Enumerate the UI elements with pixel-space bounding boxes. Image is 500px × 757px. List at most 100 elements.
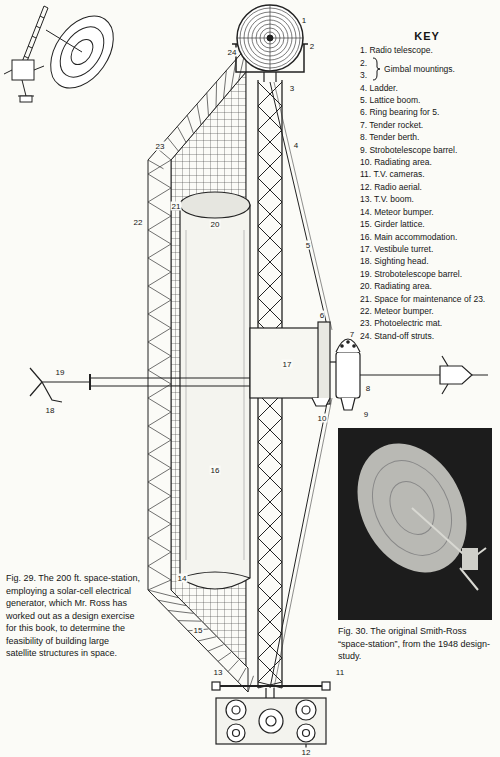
lattice-stroke	[148, 244, 171, 258]
lattice-stroke	[258, 466, 282, 490]
key-entry: 22. Meteor bumper.	[360, 305, 494, 317]
perspective-sketch	[4, 4, 126, 102]
lattice-stroke	[258, 466, 282, 490]
lattice-stroke	[258, 226, 282, 250]
key-title: KEY	[360, 30, 494, 42]
lattice-stroke	[148, 524, 171, 538]
lattice-stroke	[208, 645, 224, 652]
lattice-stroke	[258, 610, 282, 634]
lattice-stroke	[258, 538, 282, 562]
lattice-stroke	[177, 126, 186, 142]
lattice-stroke	[148, 440, 171, 454]
key-entry: 18. Sighting head.	[360, 255, 494, 267]
photograph	[336, 424, 492, 620]
lattice-stroke	[207, 93, 209, 116]
lattice-stroke	[148, 590, 179, 598]
lattice-stroke	[148, 272, 171, 286]
lattice-stroke	[248, 676, 254, 692]
callout-number: 18	[45, 406, 56, 415]
lattice-stroke	[258, 442, 282, 466]
lattice-stroke	[216, 82, 218, 108]
left-boom	[30, 368, 250, 402]
hub	[250, 322, 360, 410]
lattice-stroke	[168, 610, 194, 613]
lattice-stroke	[148, 314, 171, 328]
callout-number: 1	[301, 16, 307, 25]
lattice-stroke	[258, 658, 282, 682]
callout-number: 15	[193, 626, 204, 635]
key-block: KEY 1. Radio telescope.2.3. Gimbal mountin…	[360, 30, 494, 342]
lattice-stroke	[258, 562, 282, 586]
lattice-stroke	[197, 104, 201, 125]
lattice-stroke	[148, 566, 171, 580]
key-entry: 23. Photoelectric mat.	[360, 317, 494, 329]
photo-figure: Fig. 30. The original Smith-Ross “space-…	[338, 428, 492, 663]
lattice-stroke	[148, 468, 171, 482]
figure-caption: Fig. 29. The 200 ft. space-station, empl…	[6, 572, 140, 660]
lattice-stroke	[258, 250, 282, 274]
lattice-stroke	[158, 600, 186, 605]
lattice-stroke	[258, 490, 282, 514]
lattice-stroke	[258, 130, 282, 154]
lattice-stroke	[148, 174, 171, 188]
callout-number: 2	[309, 42, 315, 51]
lattice-stroke	[148, 398, 171, 412]
lattice-stroke	[148, 496, 171, 510]
lattice-stroke	[228, 660, 239, 671]
key-entry: 1. Radio telescope.	[360, 44, 494, 56]
lattice-stroke	[258, 418, 282, 442]
key-group: 2.3. Gimbal mountings.	[360, 57, 494, 82]
callout-number: 7	[349, 330, 355, 339]
lattice-stroke	[148, 300, 171, 314]
lattice-stroke	[258, 82, 282, 106]
lattice-stroke	[148, 230, 171, 244]
lattice-stroke	[258, 226, 282, 250]
key-entry: 8. Tender berth.	[360, 131, 494, 143]
key-entry: Gimbal mountings.	[384, 63, 455, 75]
callout-number: 6	[319, 311, 325, 320]
radio-telescope	[232, 5, 308, 82]
lattice-stroke	[258, 202, 282, 226]
key-entry: 9. Strobotelescope barrel.	[360, 144, 494, 156]
lattice-stroke	[178, 620, 201, 622]
callout-number: 23	[155, 142, 166, 151]
lattice-stroke	[148, 552, 171, 566]
callout-number: 5	[305, 241, 311, 250]
callout-number: 12	[301, 748, 312, 757]
callout-number: 9	[363, 410, 369, 419]
key-entry: 3.	[360, 69, 367, 81]
lattice-stroke	[258, 586, 282, 610]
key-entry: 14. Meteor bumper.	[360, 206, 494, 218]
lattice-stroke	[148, 328, 171, 342]
lattice-stroke	[198, 637, 216, 641]
brace-stroke	[373, 58, 380, 80]
lattice-stroke	[258, 490, 282, 514]
callout-number: 21	[171, 202, 182, 211]
lattice-stroke	[258, 154, 282, 178]
lattice-stroke	[187, 115, 193, 133]
key-entry: 7. Tender rocket.	[360, 119, 494, 131]
photo-caption: Fig. 30. The original Smith-Ross “space-…	[338, 625, 492, 663]
lattice-stroke	[148, 258, 171, 272]
lattice-stroke	[148, 188, 171, 202]
brace	[371, 57, 381, 81]
lattice-stroke	[148, 454, 171, 468]
lattice-stroke	[258, 154, 282, 178]
lattice-stroke	[258, 562, 282, 586]
key-numbers: 2.3.	[360, 57, 367, 82]
callout-number: 3	[289, 84, 295, 93]
lattice-stroke	[224, 70, 227, 98]
lattice-stroke	[148, 286, 171, 300]
callout-number: 17	[282, 360, 293, 369]
lattice-stroke	[258, 202, 282, 226]
key-entry: 10. Radiating area.	[360, 156, 494, 168]
key-entry: 17. Vestibule turret.	[360, 243, 494, 255]
callout-number: 22	[133, 218, 144, 227]
lattice-stroke	[148, 426, 171, 440]
lattice-stroke	[258, 658, 282, 682]
lattice-stroke	[258, 586, 282, 610]
lattice-stroke	[258, 82, 282, 106]
lattice-stroke	[258, 514, 282, 538]
key-entry: 5. Lattice boom.	[360, 94, 494, 106]
lattice-stroke	[258, 178, 282, 202]
